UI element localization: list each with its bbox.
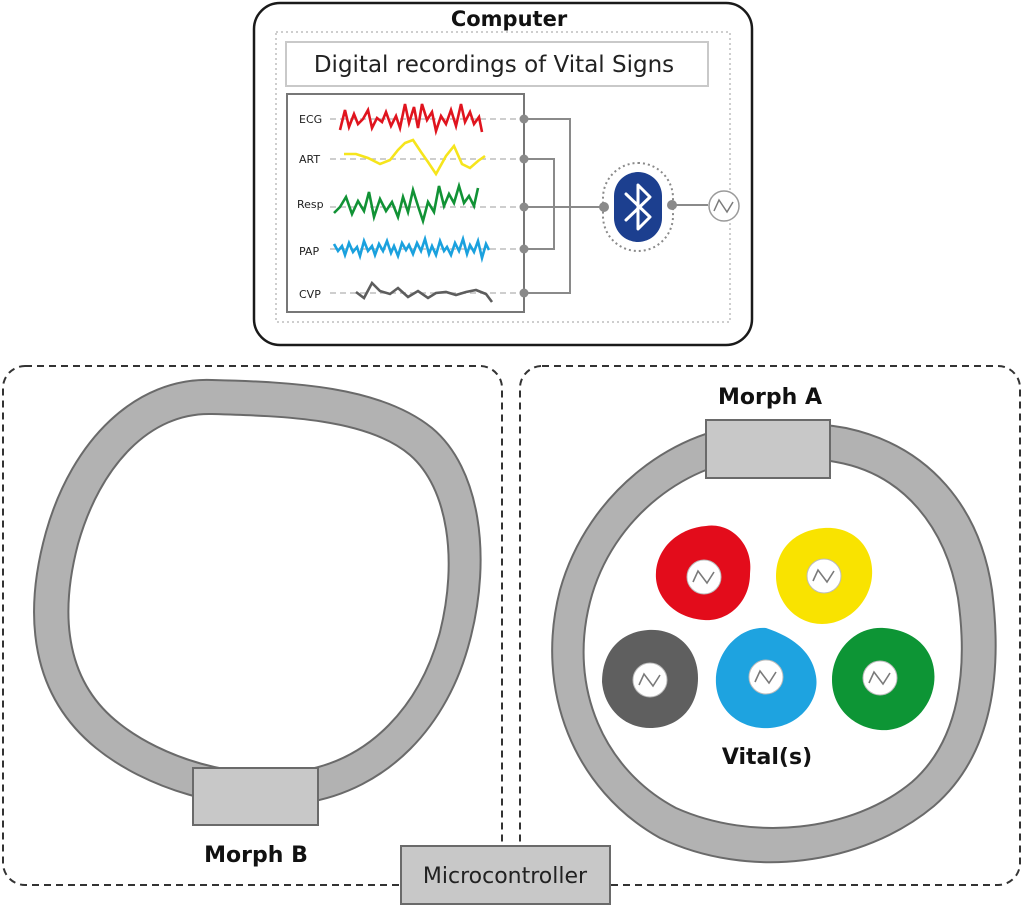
signal-label-art: ART — [299, 153, 320, 166]
wave-sensor-icon — [632, 662, 668, 698]
vital-sensor-blue — [715, 627, 817, 729]
cvp-waveform — [355, 280, 494, 303]
computer-title: Computer — [451, 7, 568, 31]
resp-waveform — [333, 181, 480, 226]
signal-label-resp: Resp — [297, 198, 324, 211]
connector-dots — [519, 114, 677, 298]
morph-a-label: Morph A — [718, 385, 822, 410]
morph-b-panel: Morph B — [2, 365, 503, 886]
recordings-label-box — [285, 41, 709, 87]
signal-connectors — [524, 118, 708, 294]
morph-b-dashed-frame — [2, 365, 503, 886]
bluetooth-module — [602, 162, 674, 252]
vital-sensor-gray — [602, 629, 698, 728]
vital-sensor-yellow — [776, 527, 873, 624]
microcontroller-box — [400, 845, 611, 905]
wave-sensor-icon — [708, 190, 740, 222]
morph-a-block — [705, 419, 831, 479]
microcontroller-label: Microcontroller — [423, 864, 588, 889]
art-waveform — [344, 138, 486, 177]
signal-row-pap: PAP — [299, 234, 524, 264]
pap-waveform — [332, 234, 491, 264]
signal-label-ecg: ECG — [299, 113, 322, 126]
wave-sensor-icon — [806, 558, 842, 594]
morph-b-block — [192, 767, 319, 826]
ecg-waveform — [338, 103, 484, 136]
vitals-label: Vital(s) — [722, 745, 812, 770]
microcontroller: Microcontroller — [400, 845, 611, 905]
vital-sensor-green — [832, 627, 935, 731]
wave-sensor-icon — [748, 659, 784, 695]
vital-sensor-red — [655, 525, 751, 621]
computer-inner-dotted — [275, 31, 731, 323]
signal-label-pap: PAP — [299, 245, 319, 258]
bluetooth-dotted-outline — [602, 162, 674, 252]
signal-label-cvp: CVP — [299, 288, 321, 301]
signal-row-ecg: ECG — [299, 103, 524, 136]
recordings-label: Digital recordings of Vital Signs — [314, 52, 674, 78]
morph-a-dashed-frame — [519, 365, 1021, 886]
morph-b-label: Morph B — [204, 843, 308, 868]
morph-a-panel: Morph A — [519, 365, 1021, 886]
signal-row-art: ART — [299, 138, 524, 177]
signal-row-resp: Resp — [297, 181, 524, 226]
morph-b-band-inner — [67, 412, 450, 775]
bluetooth-rune — [624, 183, 652, 231]
wave-sensor-icon — [686, 559, 722, 595]
computer-panel: Computer Digital recordings of Vital Sig… — [252, 1, 754, 347]
signal-row-cvp: CVP — [299, 280, 524, 303]
wave-sensor-icon — [862, 660, 898, 696]
